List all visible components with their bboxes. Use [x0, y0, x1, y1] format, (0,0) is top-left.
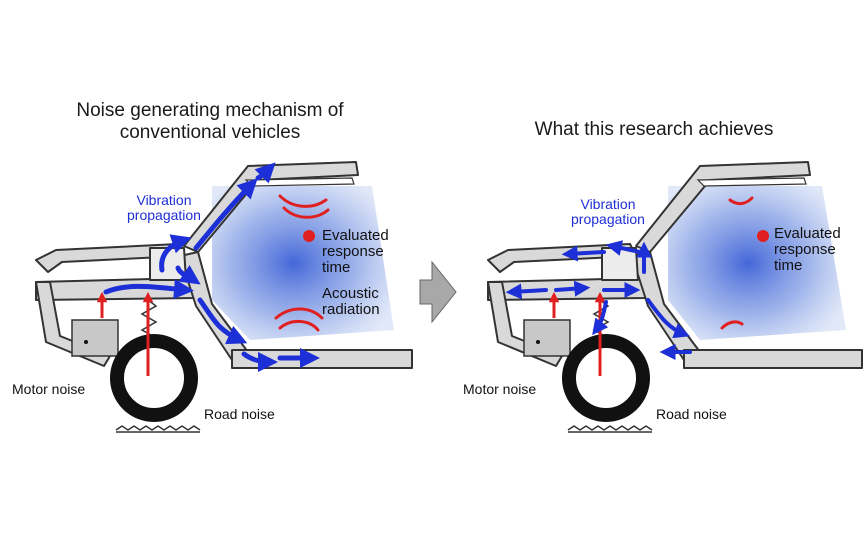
right-vibration-label: Vibration propagation	[571, 196, 645, 228]
cabin-area	[212, 186, 394, 340]
left-evaluated-label: Evaluated response time	[322, 227, 389, 277]
left-vibration-label: Vibration propagation	[127, 192, 201, 224]
right-panel	[487, 161, 863, 433]
motor-icon	[523, 319, 571, 357]
road-surface	[567, 425, 653, 431]
right-arrow-icon	[419, 260, 457, 324]
right-title: What this research achieves	[534, 119, 774, 140]
tire-icon	[562, 334, 650, 422]
red-dot-icon	[757, 230, 769, 242]
tire-icon	[110, 334, 198, 422]
road-surface	[115, 425, 201, 431]
right-evaluated-label: Evaluated response time	[774, 225, 841, 275]
vibration-arrows	[103, 162, 320, 372]
sound-wave-icon	[274, 194, 330, 332]
left-title: Noise generating mechanism of convention…	[76, 100, 344, 143]
noise-arrows	[96, 291, 154, 376]
cabin-area	[668, 186, 846, 340]
noise-arrows	[548, 291, 606, 376]
left-road-label: Road noise	[204, 406, 275, 422]
sound-wave-icon	[720, 196, 754, 330]
left-motor-label: Motor noise	[12, 381, 86, 397]
motor-icon	[71, 319, 119, 357]
red-dot-icon	[303, 230, 315, 242]
vibration-arrows	[505, 240, 692, 360]
left-panel	[35, 161, 413, 433]
left-acoustic-label: Acoustic radiation	[322, 285, 380, 319]
right-motor-label: Motor noise	[463, 381, 537, 397]
right-road-label: Road noise	[656, 406, 727, 422]
